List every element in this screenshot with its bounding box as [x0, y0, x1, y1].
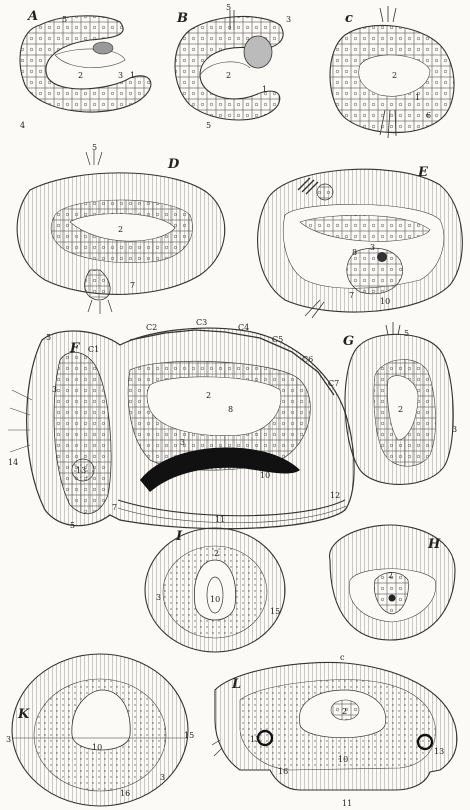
panel-c-letter: c	[345, 11, 353, 26]
panel-a-label: 1	[130, 71, 135, 80]
panel-a-letter: A	[26, 9, 38, 24]
panel-f-label: 5	[46, 333, 51, 342]
panel-i-label: 10	[210, 595, 220, 604]
panel-c-label: 1	[415, 93, 420, 102]
panel-b-label: 1	[262, 85, 267, 94]
panel-g-label: 5	[404, 329, 409, 338]
panel-f-label: C4	[238, 323, 249, 332]
panel-l-label: 13	[434, 747, 444, 756]
panel-l: L c 2 13 13 10 16 11	[212, 653, 457, 808]
panel-c: c 2 1 6	[330, 6, 454, 138]
panel-d-label: 7	[130, 281, 135, 290]
panel-a: A 5 2 3 1 4	[20, 9, 151, 130]
panel-f-label: 7	[112, 503, 117, 512]
panel-c-label: 2	[392, 71, 397, 80]
panel-g-letter: G	[343, 334, 354, 349]
panel-f-label: 11	[215, 515, 225, 524]
panel-b: B 5 3 2 1 5	[175, 3, 291, 130]
panel-e-label: 7	[349, 291, 354, 300]
panel-c-label: 6	[426, 111, 431, 120]
panel-b-label: 2	[226, 71, 231, 80]
panel-e-letter: E	[417, 165, 429, 180]
panel-h: H 2	[330, 525, 455, 640]
panel-g-label: 3	[452, 425, 457, 434]
panel-f-label: 2	[206, 391, 211, 400]
panel-l-label: 11	[342, 799, 352, 808]
panel-i-label: 2	[214, 549, 219, 558]
panel-l-letter: L	[231, 677, 241, 692]
panel-e-label: 10	[380, 297, 390, 306]
panel-k-label: 15	[184, 731, 194, 740]
panel-k-label: 3	[6, 735, 11, 744]
panel-f-label: 8	[228, 405, 233, 414]
panel-d-label: 5	[92, 143, 97, 152]
panel-b-label: 3	[286, 15, 291, 24]
panel-f-letter: F	[69, 341, 80, 356]
panel-h-letter: H	[427, 537, 441, 552]
panel-g-label: 2	[398, 405, 403, 414]
panel-b-label: 5	[206, 121, 211, 130]
panel-f-label: C7	[328, 379, 339, 388]
panel-f-label: C6	[302, 355, 313, 364]
panel-g: G 5 2 3	[343, 322, 457, 484]
panel-b-label: 5	[226, 3, 231, 12]
panel-f-label: C1	[88, 345, 99, 354]
panel-i: I 2 3 10 15	[145, 528, 285, 652]
panel-k-label: 10	[92, 743, 102, 752]
panel-f-label: 3	[180, 438, 185, 447]
panel-f-label: 5	[70, 521, 75, 530]
panel-l-label: c	[340, 653, 345, 662]
panel-f-label: 13	[76, 466, 86, 475]
panel-e: E 8 3 7 10	[258, 165, 463, 318]
panel-h-label: 2	[388, 571, 393, 580]
panel-b-letter: B	[176, 11, 188, 26]
panel-l-label: 13	[250, 735, 260, 744]
panel-f-label: 10	[260, 471, 270, 480]
panel-d-label: 2	[118, 225, 123, 234]
panel-e-label: 3	[370, 243, 375, 252]
panel-k-label: 16	[120, 789, 130, 798]
panel-f-label: C3	[196, 318, 207, 327]
panel-a-label: 3	[118, 71, 123, 80]
panel-k-letter: K	[17, 707, 30, 722]
panel-f-label: 14	[8, 458, 18, 467]
panel-a-label: 2	[78, 71, 83, 80]
panel-l-label: 16	[278, 767, 288, 776]
panel-i-letter: I	[175, 529, 183, 544]
panel-k-label: 3	[160, 773, 165, 782]
panel-f-label: 3	[52, 385, 57, 394]
panel-f-label: C5	[272, 335, 283, 344]
panel-f: F C1 C2 C3 C4 C5 C6 C7 5 3 13 14 2 8 3 1…	[8, 318, 354, 530]
panel-f-label: C2	[146, 323, 157, 332]
panel-d-letter: D	[167, 157, 180, 172]
panel-f-label: 12	[330, 491, 340, 500]
panel-a-label: 4	[20, 121, 25, 130]
panel-i-label: 15	[270, 607, 280, 616]
panel-k: K 3 10 15 3 16	[6, 654, 194, 806]
panel-d: D 5 2 7	[17, 143, 225, 314]
panel-a-label: 5	[62, 15, 67, 24]
panel-l-label: 2	[342, 707, 347, 716]
panel-i-label: 3	[156, 593, 161, 602]
panel-l-label: 10	[338, 755, 348, 764]
panel-e-label: 8	[352, 248, 357, 257]
